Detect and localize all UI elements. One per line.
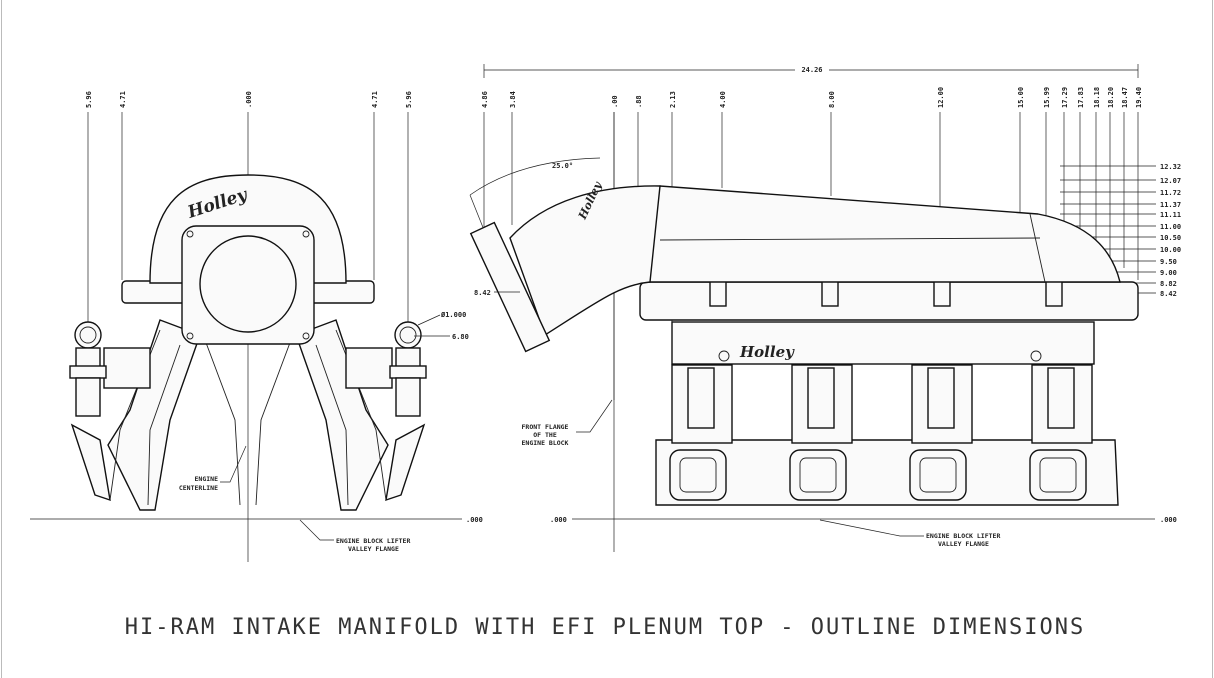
svg-text:VALLEY FLANGE: VALLEY FLANGE xyxy=(348,545,399,553)
side-dim-label: .88 xyxy=(635,95,643,108)
side-right-dim-label: 8.42 xyxy=(1160,290,1177,298)
side-right-dim-label: 11.11 xyxy=(1160,211,1181,219)
side-right-dim-label: 11.00 xyxy=(1160,223,1181,231)
side-flange-note: ENGINE BLOCK LIFTER VALLEY FLANGE xyxy=(819,519,1000,548)
throttle-body-flange-side xyxy=(469,221,551,353)
front-flange-note: ENGINE BLOCK LIFTER VALLEY FLANGE xyxy=(299,519,410,553)
throttle-bore xyxy=(199,235,297,333)
angle-arc xyxy=(469,157,601,196)
diameter-label: Ø1.000 xyxy=(440,311,466,319)
side-dim-label: 12.00 xyxy=(937,87,945,108)
side-dim-label: 18.20 xyxy=(1107,87,1115,108)
side-dim-label: 17.29 xyxy=(1061,87,1069,108)
side-dim-label: 4.86 xyxy=(481,91,489,108)
intake-ports xyxy=(669,449,1087,501)
front-baseline-label: .000 xyxy=(466,516,483,524)
side-brand-logo: Holley xyxy=(739,343,795,361)
fuel-rail xyxy=(671,321,1095,365)
front-top-dims: 5.96 4.71 .000 4.71 5.96 xyxy=(85,91,413,108)
svg-text:ENGINE BLOCK LIFTER: ENGINE BLOCK LIFTER xyxy=(926,532,1000,540)
angle-label: 25.0° xyxy=(552,162,573,170)
left-height-label: 8.42 xyxy=(474,289,491,297)
side-top-dims: 4.86 3.84 .00 .88 2.13 4.00 8.00 12.00 15.00 15.9… xyxy=(481,87,1143,400)
side-right-dim-label: 10.00 xyxy=(1160,246,1181,254)
front-dim-label: 5.96 xyxy=(405,91,413,108)
side-right-dim-label: 11.72 xyxy=(1160,189,1181,197)
front-dim-label: 4.71 xyxy=(119,91,127,108)
side-dim-label: 2.13 xyxy=(669,91,677,108)
front-flange-note: FRONT FLANGE OF THE ENGINE BLOCK xyxy=(522,399,613,447)
side-dim-label: 3.84 xyxy=(509,91,517,108)
front-view: 5.96 4.71 .000 4.71 5.96 xyxy=(30,91,483,562)
side-baseline-right-label: .000 xyxy=(1160,516,1177,524)
side-dim-label: 18.18 xyxy=(1093,87,1101,108)
svg-text:ENGINE BLOCK: ENGINE BLOCK xyxy=(522,439,569,447)
side-right-dim-label: 8.82 xyxy=(1160,280,1177,288)
front-dim-label: .000 xyxy=(245,91,253,108)
right-injector xyxy=(389,321,427,417)
svg-text:FRONT FLANGE: FRONT FLANGE xyxy=(522,423,569,431)
front-dim-label: 4.71 xyxy=(371,91,379,108)
inlet-neck xyxy=(509,185,661,337)
height-label: 6.80 xyxy=(452,333,469,341)
svg-text:ENGINE BLOCK LIFTER: ENGINE BLOCK LIFTER xyxy=(336,537,410,545)
svg-text:OF THE: OF THE xyxy=(533,431,557,439)
side-right-dim-label: 9.00 xyxy=(1160,269,1177,277)
side-dim-label: 8.00 xyxy=(828,91,836,108)
side-right-dim-label: 10.50 xyxy=(1160,234,1181,242)
side-right-dim-label: 9.50 xyxy=(1160,258,1177,266)
side-right-dim-label: 11.37 xyxy=(1160,201,1181,209)
front-dim-label: 5.96 xyxy=(85,91,93,108)
left-injector xyxy=(69,321,107,417)
side-runners xyxy=(671,364,1093,444)
front-runners xyxy=(70,319,426,511)
side-dim-label: 4.00 xyxy=(719,91,727,108)
plenum-body xyxy=(647,185,1121,283)
side-dim-label: 15.00 xyxy=(1017,87,1025,108)
centerline-note: ENGINE CENTERLINE xyxy=(179,445,247,492)
side-baseline-left-label: .000 xyxy=(550,516,567,524)
side-right-dim-label: 12.32 xyxy=(1160,163,1181,171)
side-view: 24.26 4.86 3.84 .00 .88 2.13 4.00 8.00 12.00 15.… xyxy=(469,64,1181,552)
side-right-dim-label: 12.07 xyxy=(1160,177,1181,185)
front-left-rail xyxy=(103,347,151,389)
side-dim-label: 18.47 xyxy=(1121,87,1129,108)
side-dim-label: .00 xyxy=(611,95,619,108)
overall-width-label: 24.26 xyxy=(801,66,822,74)
svg-text:CENTERLINE: CENTERLINE xyxy=(179,484,218,492)
side-dim-label: 17.83 xyxy=(1077,87,1085,108)
drawing-title: HI-RAM INTAKE MANIFOLD WITH EFI PLENUM T… xyxy=(125,615,1085,640)
side-dim-label: 19.40 xyxy=(1135,87,1143,108)
svg-text:VALLEY FLANGE: VALLEY FLANGE xyxy=(938,540,989,548)
side-dim-label: 15.99 xyxy=(1043,87,1051,108)
svg-text:ENGINE: ENGINE xyxy=(195,475,219,483)
front-right-rail xyxy=(345,347,393,389)
